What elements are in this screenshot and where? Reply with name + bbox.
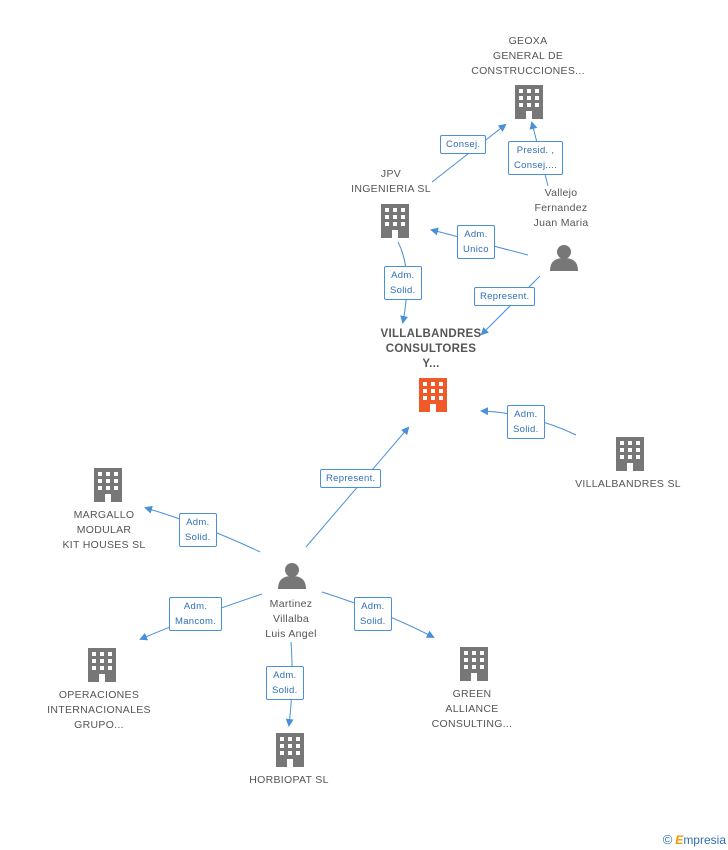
edge-label-vallejo-jpv: Adm. Unico [457,225,495,259]
building-icon [515,85,543,119]
edge-label-vallejo-focus: Represent. [474,287,536,306]
node-label-horbiopat[interactable]: HORBIOPAT SL [249,774,329,786]
building-icon [460,647,488,681]
building-icon [94,468,122,502]
edge-label-martinez-operaciones: Adm. Mancom. [169,597,223,631]
edge-label-jpv-focus: Adm. Solid. [384,266,422,300]
edge-label-martinez-focus: Represent. [320,469,382,488]
building-icon [381,204,409,238]
edge-label-martinez-margallo: Adm. Solid. [179,513,217,547]
building-icon [276,733,304,767]
node-label-geoxa[interactable]: GEOXA GENERAL DE CONSTRUCCIONES... [471,35,585,77]
node-label-green[interactable]: GREEN ALLIANCE CONSULTING... [431,688,513,730]
building-icon [616,437,644,471]
node-label-focus[interactable]: VILLALBANDRES CONSULTORES Y... [380,328,482,370]
edge-label-martinez-green: Adm. Solid. [354,597,392,631]
person-icon [550,245,578,271]
copyright-icon: © [662,832,673,847]
node-label-villalbandres-sl[interactable]: VILLALBANDRES SL [575,478,681,490]
building-icon [88,648,116,682]
empresia-logo[interactable]: ©Empresia [662,832,726,847]
edge-label-vallejo-geoxa: Presid. , Consej.... [508,141,564,175]
person-icon [278,563,306,589]
edge-label-martinez-horbiopat: Adm. Solid. [266,666,304,700]
node-label-martinez[interactable]: Martinez Villalba Luis Angel [265,598,317,640]
node-label-vallejo[interactable]: Vallejo Fernandez Juan Maria [533,187,589,229]
edge-label-jpv-geoxa: Consej. [440,135,487,154]
node-label-margallo[interactable]: MARGALLO MODULAR KIT HOUSES SL [62,509,146,551]
building-icon [419,378,447,412]
node-label-operaciones[interactable]: OPERACIONES INTERNACIONALES GRUPO... [47,689,151,731]
node-label-jpv[interactable]: JPV INGENIERIA SL [351,168,431,195]
edge-label-vsl-focus: Adm. Solid. [507,405,545,439]
